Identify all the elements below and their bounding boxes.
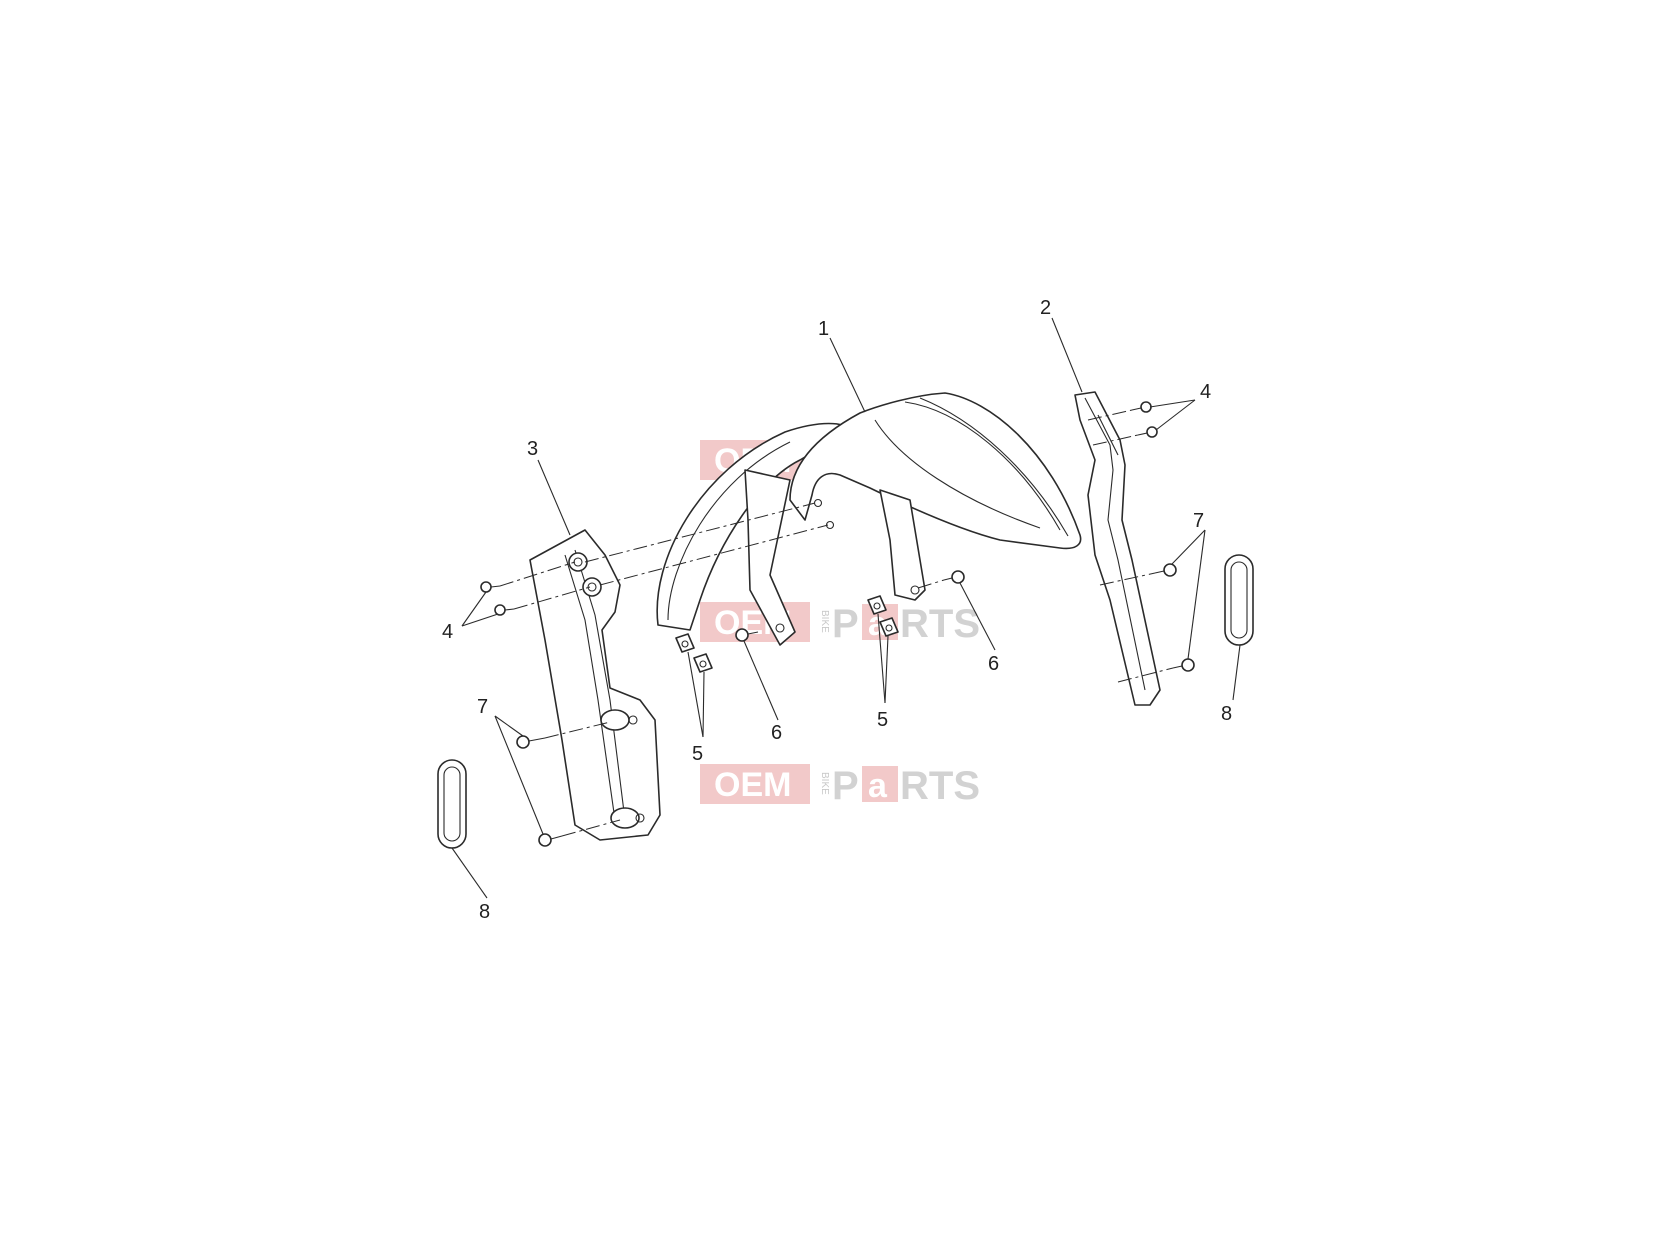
callout-3: 3 (527, 438, 538, 460)
right-fork-guard-part (1074, 391, 1161, 706)
callout-1: 1 (818, 318, 829, 340)
left-fork-guard-part (529, 529, 661, 841)
clip-nut-5-left-b (693, 653, 713, 673)
callout-7-right: 7 (1193, 510, 1204, 532)
left-reflector-part (437, 759, 467, 849)
svg-text:RTS: RTS (900, 764, 980, 808)
callout-4-right: 4 (1200, 381, 1211, 403)
screw-7-left-upper (516, 735, 546, 749)
svg-text:BIKE: BIKE (819, 772, 830, 795)
screw-4-right-upper (1131, 401, 1152, 413)
clip-nut-5-right-a (867, 595, 887, 615)
bolt-6-left (735, 628, 759, 642)
svg-text:a: a (868, 605, 888, 643)
svg-text:BIKE: BIKE (819, 610, 830, 633)
screw-7-left-lower (538, 833, 563, 847)
callout-8-right: 8 (1221, 703, 1232, 725)
screw-7-right-upper (1154, 563, 1177, 577)
callout-6-left: 6 (771, 722, 782, 744)
screw-4-left-lower (494, 604, 515, 616)
callout-2: 2 (1040, 297, 1051, 319)
callout-5-right: 5 (877, 709, 888, 731)
callout-4-left: 4 (442, 621, 453, 643)
watermark-3: OEM BIKE P a RTS (700, 764, 980, 808)
screw-4-right-lower (1137, 426, 1158, 438)
callout-8-left: 8 (479, 901, 490, 923)
callout-6-right: 6 (988, 653, 999, 675)
bolt-6-right (943, 570, 965, 584)
assembly-lines (499, 409, 1174, 837)
callout-7-left: 7 (477, 696, 488, 718)
right-reflector-part (1224, 554, 1254, 646)
screw-4-left-upper (480, 581, 501, 593)
callout-5-left: 5 (692, 743, 703, 765)
leader-lines (451, 317, 1241, 899)
clip-nut-5-right-b (879, 617, 899, 637)
svg-text:a: a (868, 767, 888, 805)
svg-text:P: P (832, 764, 859, 808)
svg-text:P: P (832, 602, 859, 646)
svg-text:OEM: OEM (714, 766, 791, 804)
clip-nut-5-left-a (675, 633, 695, 653)
svg-text:RTS: RTS (900, 602, 980, 646)
screw-7-right-lower (1172, 658, 1195, 672)
front-mudguard-part (656, 392, 1082, 646)
